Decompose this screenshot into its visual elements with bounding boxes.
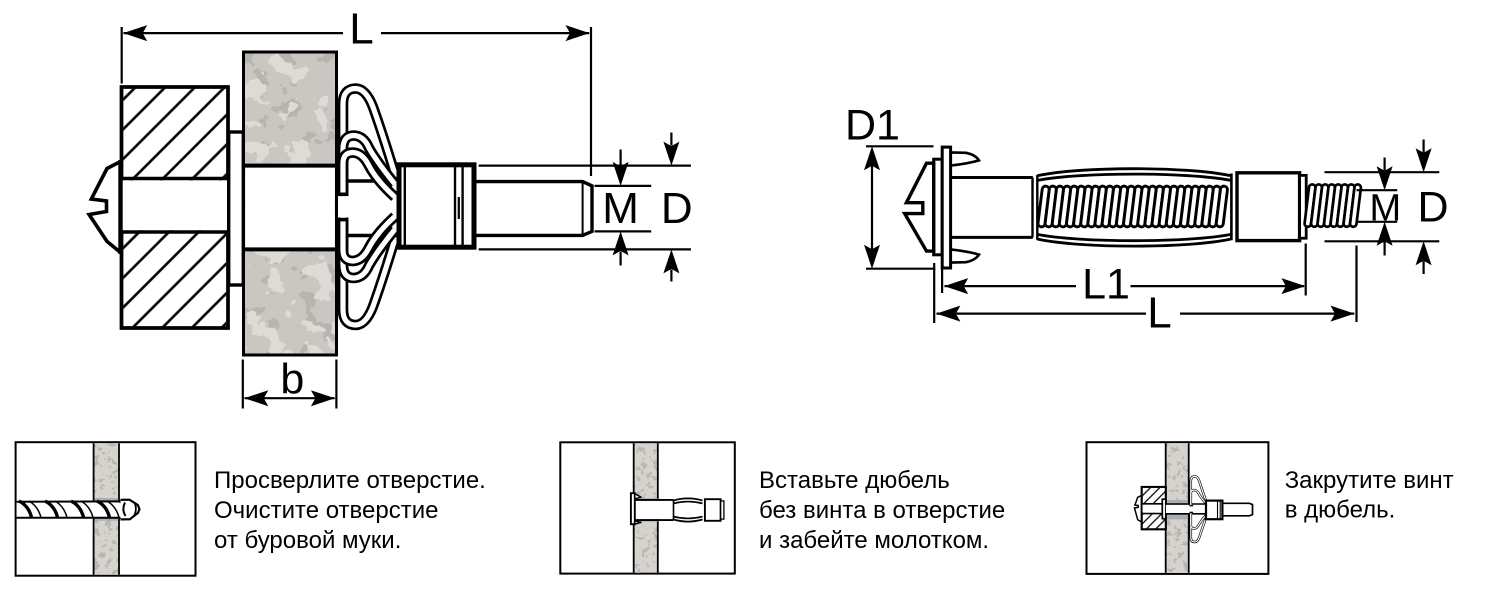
svg-text:Закрутите винт: Закрутите винт bbox=[1285, 467, 1454, 494]
svg-text:b: b bbox=[280, 355, 304, 403]
svg-text:L: L bbox=[1147, 289, 1171, 338]
svg-text:Просверлите отверстие.: Просверлите отверстие. bbox=[214, 467, 486, 494]
svg-text:и забейте молотком.: и забейте молотком. bbox=[759, 527, 989, 554]
svg-text:D1: D1 bbox=[845, 101, 900, 149]
svg-text:D: D bbox=[661, 184, 693, 233]
svg-text:в дюбель.: в дюбель. bbox=[1285, 497, 1396, 524]
svg-text:Очистите отверстие: Очистите отверстие bbox=[214, 497, 438, 524]
svg-text:Вставьте дюбель: Вставьте дюбель bbox=[759, 467, 950, 494]
svg-text:M: M bbox=[602, 184, 639, 233]
svg-text:без винта в отверстие: без винта в отверстие bbox=[759, 497, 1005, 524]
svg-text:M: M bbox=[1369, 188, 1401, 230]
svg-text:L: L bbox=[349, 5, 373, 54]
svg-text:L1: L1 bbox=[1082, 261, 1130, 309]
svg-text:от буровой муки.: от буровой муки. bbox=[214, 527, 401, 554]
svg-text:D: D bbox=[1417, 183, 1448, 231]
